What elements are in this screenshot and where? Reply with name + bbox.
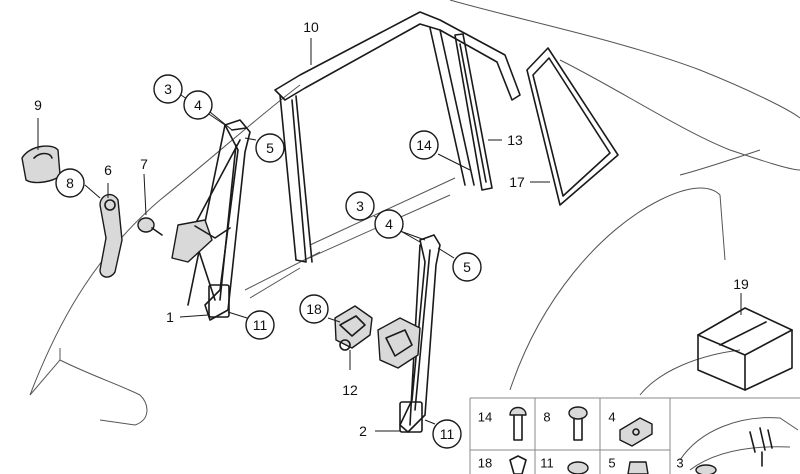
label-6: 6 [104, 162, 112, 178]
part-19-repair-kit-box [697, 307, 793, 391]
callout-4b: 4 [374, 209, 404, 239]
callout-label: 14 [416, 137, 432, 153]
screw-icon [509, 406, 527, 416]
bushing-icon [627, 461, 649, 474]
clip-nut-icon [619, 417, 653, 447]
label-17: 17 [509, 174, 525, 190]
label-13: 13 [507, 132, 523, 148]
callout-label: 5 [463, 259, 471, 275]
label-2: 2 [359, 423, 367, 439]
label-19: 19 [733, 276, 749, 292]
table-cell-3: 3 [676, 456, 717, 474]
washer-icon [695, 464, 717, 474]
small-parts-table: 14 8 4 18 11 5 [469, 397, 800, 474]
table-cell-5: 5 [608, 456, 649, 474]
part-6-window-crank [99, 193, 123, 278]
callout-11a: 11 [245, 310, 275, 340]
callout-5a: 5 [255, 133, 285, 163]
callout-3b: 3 [345, 191, 375, 221]
table-cell-4: 4 [608, 410, 653, 447]
car-body-outline [29, 0, 800, 426]
part-12-window-motor [334, 305, 373, 351]
callout-4a: 4 [183, 90, 213, 120]
callout-label: 18 [306, 301, 322, 317]
table-cell-car [679, 417, 799, 471]
label-9: 9 [34, 97, 42, 113]
car-outline-icon [679, 417, 799, 461]
pin-icon [509, 455, 527, 474]
part-10-window-channel [274, 11, 521, 263]
part-7-bolt [137, 217, 163, 236]
bolt-icon [568, 406, 588, 420]
cell-label: 18 [478, 456, 492, 471]
table-cell-8: 8 [543, 406, 588, 441]
cell-label: 3 [676, 456, 683, 471]
cell-label: 8 [543, 410, 550, 425]
table-cell-18: 18 [478, 455, 527, 474]
part-9-cap [21, 145, 61, 184]
label-12: 12 [342, 382, 358, 398]
part-13-guide-rail [454, 33, 493, 191]
callout-label: 5 [266, 140, 274, 156]
table-cell-14: 14 [478, 406, 527, 441]
callout-3a: 3 [153, 74, 183, 104]
callout-label: 11 [440, 426, 455, 442]
callout-label: 3 [164, 81, 172, 97]
label-10: 10 [303, 19, 319, 35]
callout-label: 3 [356, 198, 364, 214]
callout-label: 8 [66, 175, 74, 191]
cell-label: 4 [608, 410, 615, 425]
callout-11b: 11 [432, 419, 462, 449]
cell-label: 14 [478, 410, 492, 425]
callout-8: 8 [55, 168, 85, 198]
callout-label: 4 [385, 216, 393, 232]
label-1: 1 [166, 309, 174, 325]
part-17-quarter-glass [526, 47, 619, 206]
cell-label: 11 [540, 456, 554, 471]
cell-label: 5 [608, 456, 615, 471]
front-window-regulator [171, 119, 251, 321]
callout-14: 14 [409, 130, 439, 160]
label-7: 7 [140, 156, 148, 172]
callout-5b: 5 [452, 252, 482, 282]
nut-icon [567, 461, 589, 474]
rear-window-regulator [377, 234, 441, 433]
table-cell-11: 11 [540, 456, 589, 474]
callout-label: 11 [253, 317, 268, 333]
callout-18: 18 [299, 294, 329, 324]
callout-label: 4 [194, 97, 202, 113]
